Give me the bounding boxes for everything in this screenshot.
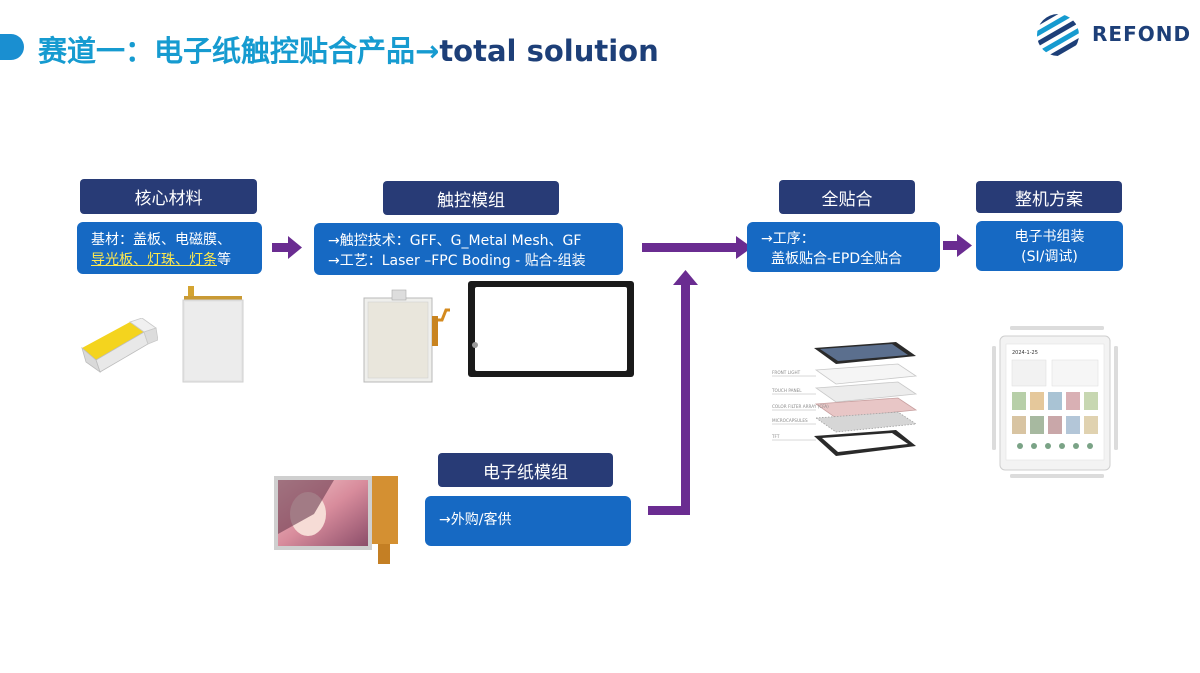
title-zh: 赛道一：电子纸触控贴合产品→ xyxy=(38,34,440,68)
materials-line1: 基材：盖板、电磁膜、 xyxy=(91,232,231,248)
epaper-header: 电子纸模组 xyxy=(438,453,613,487)
title-marker xyxy=(0,34,24,60)
stack-label-3: MICROCAPSULES xyxy=(772,418,808,423)
device-date: 2024-1-25 xyxy=(1012,350,1038,356)
arrow-lamination-to-complete xyxy=(943,234,972,257)
stack-label-4: TFT xyxy=(771,434,780,439)
stack-label-0: FRONT LIGHT xyxy=(772,370,801,375)
materials-header: 核心材料 xyxy=(80,179,257,214)
lamination-line2: 盖板贴合-EPD全贴合 xyxy=(771,251,903,267)
ereader-device-image: 2024-1-25 xyxy=(992,326,1118,478)
complete-box: 电子书组装 (SI/调试) xyxy=(976,221,1123,271)
stack-label-2: COLOR FILTER ARRAY (CFA) xyxy=(772,404,829,409)
led-strip-image xyxy=(81,318,158,374)
complete-line1: 电子书组装 xyxy=(1014,229,1085,245)
complete-header: 整机方案 xyxy=(976,181,1122,213)
touch-header: 触控模组 xyxy=(383,181,559,215)
arrow-materials-to-touch xyxy=(272,236,302,259)
epaper-box: →外购/客供 xyxy=(425,496,631,546)
title-en: total solution xyxy=(439,34,659,68)
stack-label-1: TOUCH PANEL xyxy=(771,388,802,393)
cover-glass-image xyxy=(468,281,634,377)
materials-box: 基材：盖板、电磁膜、 导光板、灯珠、灯条等 xyxy=(77,222,262,274)
arrow-epaper-to-lamination xyxy=(648,270,698,515)
epaper-module-image xyxy=(274,476,398,564)
logo-text: REFOND xyxy=(1092,22,1192,46)
lamination-line1: →工序： xyxy=(761,231,815,247)
layer-stack-image: FRONT LIGHT TOUCH PANEL COLOR FILTER ARR… xyxy=(771,342,918,456)
light-guide-plate-image xyxy=(182,286,244,383)
arrow-touch-to-lamination xyxy=(642,236,752,259)
page-title: 赛道一：电子纸触控贴合产品→total solution xyxy=(38,28,659,70)
complete-line2: (SI/调试) xyxy=(1021,249,1078,265)
lamination-box: →工序： 盖板贴合-EPD全贴合 xyxy=(747,222,940,272)
lamination-header: 全贴合 xyxy=(779,180,915,214)
refond-logo xyxy=(1037,14,1079,56)
touch-line1: →触控技术：GFF、G_Metal Mesh、GF xyxy=(328,233,582,249)
materials-line2-tail: 等 xyxy=(217,252,231,268)
touch-box: →触控技术：GFF、G_Metal Mesh、GF →工艺：Laser –FPC… xyxy=(314,223,623,275)
touch-sensor-image xyxy=(363,289,450,383)
epaper-line1: →外购/客供 xyxy=(439,512,512,528)
touch-line2: →工艺：Laser –FPC Boding - 贴合-组装 xyxy=(328,253,586,269)
materials-highlight: 导光板、灯珠、灯条 xyxy=(91,252,217,268)
